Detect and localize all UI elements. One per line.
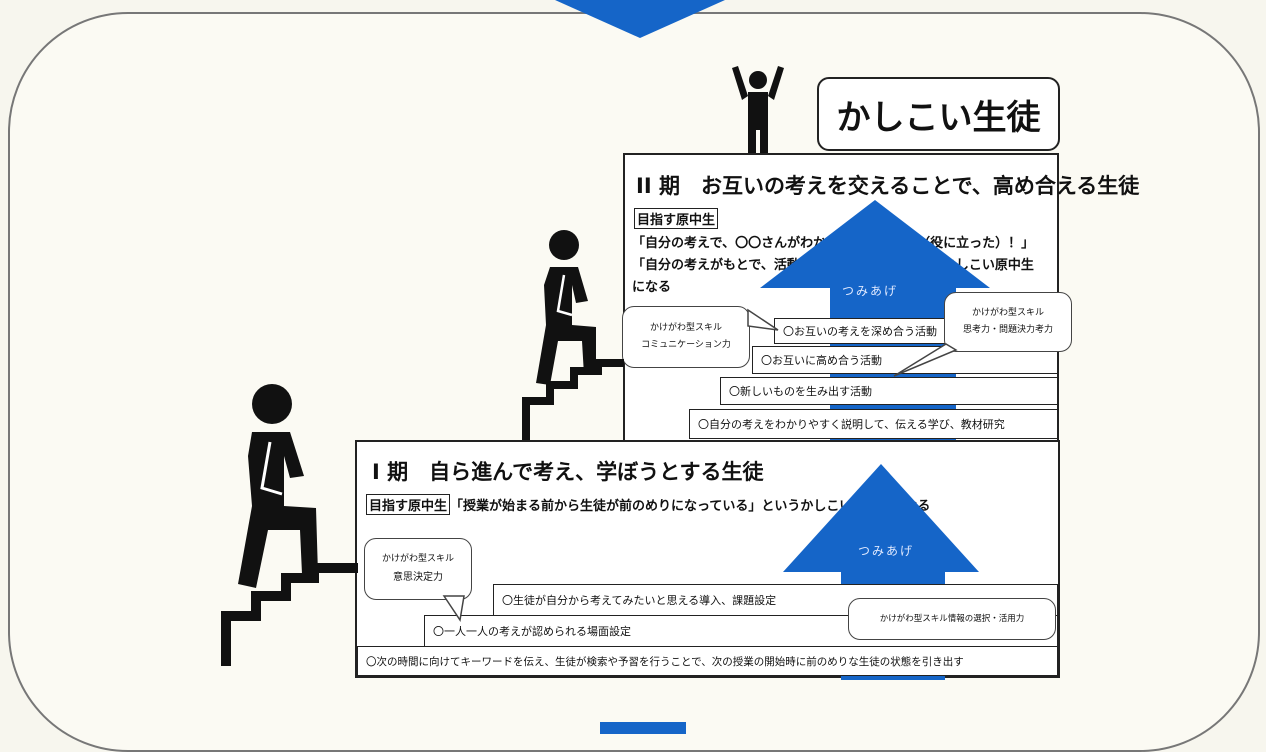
phase1-arrow-label: つみあげ — [858, 544, 915, 558]
phase2-bubble-right-tail — [893, 343, 958, 377]
phase2-step-3: 〇新しいものを生み出す活動 — [720, 377, 1058, 405]
walking-person-icon-lower — [221, 384, 358, 666]
walking-person-icon-upper — [522, 230, 624, 443]
phase1-bubble-left-tail — [442, 595, 465, 622]
phase1-goal-row: 目指す原中生「授業が始まる前から生徒が前のめりになっている」というかしこい原中生… — [366, 494, 930, 515]
phase2-step-4: 〇自分の考えをわかりやすく説明して、伝える学び、教材研究 — [689, 409, 1058, 439]
phase1-goal-tag: 目指す原中生 — [366, 494, 451, 515]
phase1-skill-bubble-right: かけがわ型スキル情報の選択・活用力 — [848, 598, 1056, 640]
phase2-skill-bubble-left: かけがわ型スキル コミュニケーション力 — [622, 306, 750, 368]
phase2-title: II 期 お互いの考えを交えることで、高め合える生徒 — [636, 174, 1140, 198]
phase1-title: I 期 自ら進んで考え、学ぼうとする生徒 — [372, 460, 764, 484]
phase1-goal-line: 「授業が始まる前から生徒が前のめりになっている」というかしこい原中生になる — [450, 499, 931, 514]
phase1-bubble-left-line2: 意思決定力 — [393, 572, 443, 584]
cheering-person-icon — [732, 66, 784, 158]
phase1-bubble-right-line1: かけがわ型スキル情報の選択・活用力 — [879, 613, 1025, 624]
phase2-goal-tag: 目指す原中生 — [634, 208, 719, 229]
phase2-bubble-left-tail — [747, 308, 779, 331]
phase2-arrow-label: つみあげ — [842, 284, 899, 298]
headline-box: かしこい生徒 — [817, 77, 1060, 151]
phase2-goal-line3: になる — [632, 280, 672, 295]
phase2-goal-tag-text: 目指す原中生 — [634, 208, 719, 229]
top-down-arrow — [555, 0, 725, 38]
phase2-bubble-right-line1: かけがわ型スキル — [971, 307, 1044, 318]
phase1-bubble-left-line1: かけがわ型スキル — [381, 553, 454, 564]
bottom-arrow-stub — [600, 722, 686, 734]
phase2-skill-bubble-right: かけがわ型スキル 思考力・問題決力考力 — [944, 292, 1072, 352]
headline-text: かしこい生徒 — [836, 97, 1041, 138]
phase2-bubble-left-line2: コミュニケーション力 — [641, 340, 731, 350]
phase1-skill-bubble-left: かけがわ型スキル 意思決定力 — [364, 538, 472, 600]
phase1-step-3: 〇次の時間に向けてキーワードを伝え、生徒が検索や予習を行うことで、次の授業の開始… — [357, 646, 1058, 676]
phase2-bubble-left-line1: かけがわ型スキル — [649, 322, 722, 333]
phase2-bubble-right-line2: 思考力・問題決力考力 — [962, 325, 1053, 335]
